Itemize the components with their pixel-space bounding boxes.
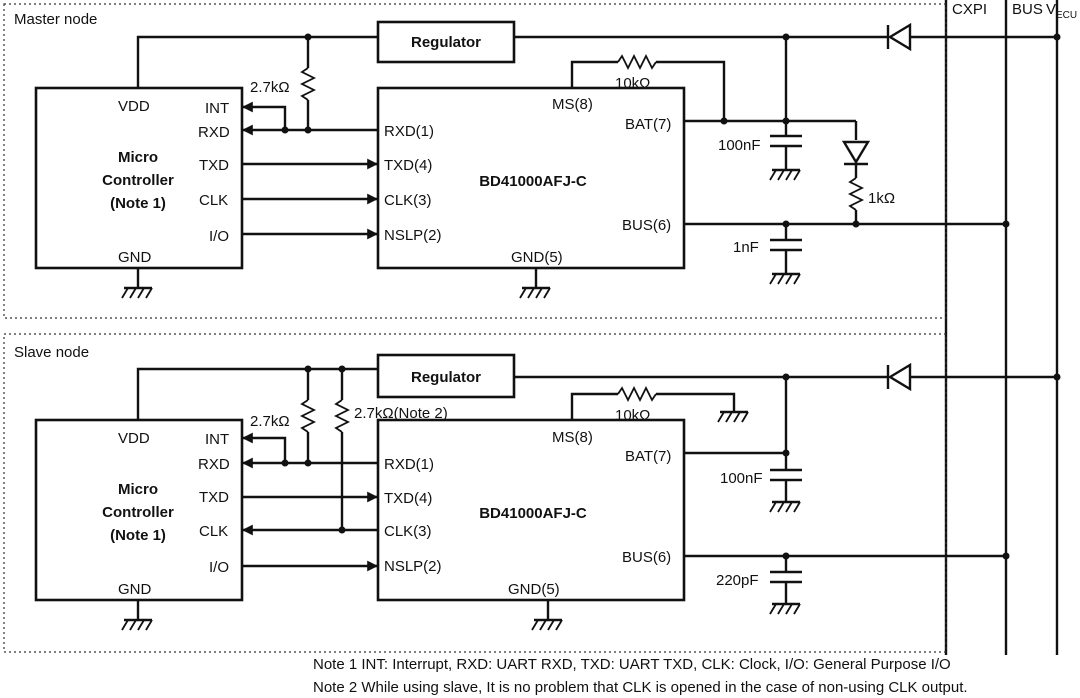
slave-chip-gnd: GND(5) <box>508 581 560 598</box>
bus-label: BUS <box>1012 1 1043 18</box>
master-bus-diode <box>841 140 871 166</box>
master-mcu-vdd: VDD <box>118 98 150 115</box>
slave-pullup2-label: 2.7kΩ(Note 2) <box>354 405 448 422</box>
slave-chip-ground-icon <box>531 618 563 631</box>
master-mcu-clk: CLK <box>199 192 228 209</box>
master-vdd-wire <box>136 35 378 88</box>
slave-node-frame <box>3 333 947 653</box>
slave-pullup1-resistor <box>299 399 317 433</box>
master-node: Master node Regulator 2.7kΩ VDD INT RXD … <box>3 3 1061 319</box>
master-regulator <box>376 20 516 64</box>
slave-ms-resistor <box>617 385 657 403</box>
master-mcu-rxd: RXD <box>198 124 230 141</box>
master-mcu-title-3: (Note 1) <box>110 195 166 212</box>
slave-bat-capacitor <box>769 468 802 513</box>
slave-mcu-title-3: (Note 1) <box>110 527 166 544</box>
slave-node: Slave node Regulator 2.7kΩ 2.7kΩ(Note 2)… <box>3 333 1061 653</box>
master-node-frame <box>3 3 947 319</box>
slave-int-wire <box>242 432 287 463</box>
slave-bus-capacitor <box>769 570 802 615</box>
slave-chip-ms: MS(8) <box>552 429 593 446</box>
slave-pullup1-label: 2.7kΩ <box>250 413 290 430</box>
master-chip-bus: BUS(6) <box>622 217 671 234</box>
master-mcu-txd: TXD <box>199 157 229 174</box>
slave-vdd-wire <box>136 367 378 420</box>
master-ms-resistor <box>617 53 657 71</box>
slave-mcu-int: INT <box>205 431 229 448</box>
master-mcu-ground-icon <box>121 286 153 299</box>
master-ms-res-label: 10kΩ <box>615 75 650 92</box>
master-chip-rxd: RXD(1) <box>384 123 434 140</box>
slave-regulator <box>376 353 516 399</box>
master-chip-ms: MS(8) <box>552 96 593 113</box>
note-1: Note 1 INT: Interrupt, RXD: UART RXD, TX… <box>313 656 951 673</box>
master-mcu-int: INT <box>205 100 229 117</box>
slave-mcu-title-1: Micro <box>118 481 158 498</box>
master-chip <box>376 86 686 270</box>
master-chip-nslp: NSLP(2) <box>384 227 442 244</box>
note-2: Note 2 While using slave, It is no probl… <box>313 679 968 696</box>
slave-chip-name: BD41000AFJ-C <box>479 505 587 522</box>
master-bus-cap-label: 1nF <box>733 239 759 256</box>
master-chip-gnd: GND(5) <box>511 249 563 266</box>
slave-ms-ground-icon <box>717 410 749 423</box>
slave-mcu-title-2: Controller <box>102 504 174 521</box>
vecu-label: VECU <box>1046 1 1077 21</box>
master-chip-txd: TXD(4) <box>384 157 432 174</box>
slave-chip-bus: BUS(6) <box>622 549 671 566</box>
slave-bat-cap-label: 100nF <box>720 470 763 487</box>
master-int-wire <box>242 101 287 130</box>
master-bat-cap-label: 100nF <box>718 137 761 154</box>
master-mcu-io: I/O <box>209 228 229 245</box>
slave-mcu-io: I/O <box>209 559 229 576</box>
slave-chip-txd: TXD(4) <box>384 490 432 507</box>
slave-chip-bat: BAT(7) <box>625 448 671 465</box>
slave-chip-clk: CLK(3) <box>384 523 432 540</box>
slave-mcu-gnd: GND <box>118 581 152 598</box>
master-mcu-gnd: GND <box>118 249 152 266</box>
master-bat-capacitor <box>769 134 802 181</box>
master-chip-name: BD41000AFJ-C <box>479 173 587 190</box>
slave-mcu-clk: CLK <box>199 523 228 540</box>
slave-mcu-rxd: RXD <box>198 456 230 473</box>
master-mcu-title-1: Micro <box>118 149 158 166</box>
master-bus-res-label: 1kΩ <box>868 190 895 207</box>
slave-mcu <box>34 418 244 602</box>
master-regulator-label: Regulator <box>411 34 481 51</box>
slave-node-label: Slave node <box>14 344 89 361</box>
slave-chip-nslp: NSLP(2) <box>384 558 442 575</box>
slave-mcu-vdd: VDD <box>118 430 150 447</box>
master-bus-capacitor <box>769 238 802 285</box>
master-chip-clk: CLK(3) <box>384 192 432 209</box>
master-chip-ground-icon <box>519 286 551 299</box>
bus-lines: CXPI BUS VECU <box>944 0 1077 655</box>
slave-pullup2-resistor <box>333 399 351 433</box>
master-bus-resistor <box>847 177 865 211</box>
master-mcu-title-2: Controller <box>102 172 174 189</box>
cxpi-label: CXPI <box>952 1 987 18</box>
slave-chip-rxd: RXD(1) <box>384 456 434 473</box>
slave-mcu-ground-icon <box>121 618 153 631</box>
master-supply-diode <box>886 22 912 52</box>
master-mcu <box>34 86 244 270</box>
slave-ms-res-label: 10kΩ <box>615 407 650 424</box>
master-node-label: Master node <box>14 11 97 28</box>
slave-mcu-txd: TXD <box>199 489 229 506</box>
slave-supply-diode <box>886 362 912 392</box>
slave-regulator-label: Regulator <box>411 369 481 386</box>
slave-chip <box>376 418 686 602</box>
master-chip-bat: BAT(7) <box>625 116 671 133</box>
slave-bus-cap-label: 220pF <box>716 572 759 589</box>
master-pullup-resistor <box>299 67 317 101</box>
master-pullup-label: 2.7kΩ <box>250 79 290 96</box>
